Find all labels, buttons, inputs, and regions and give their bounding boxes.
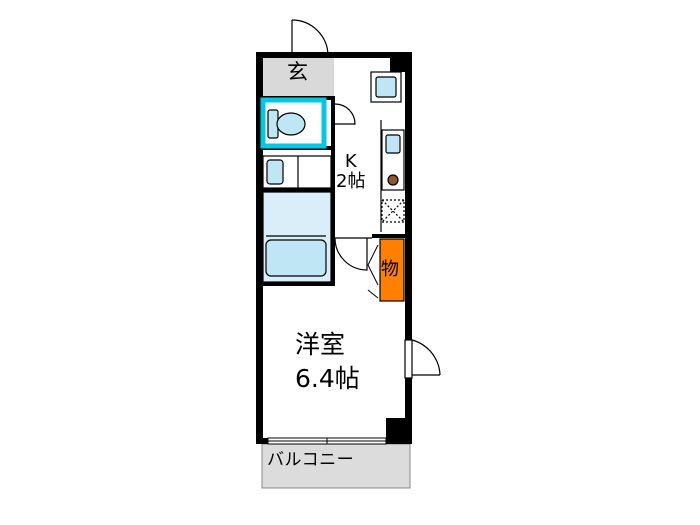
kitchen-size: 2帖	[336, 171, 366, 192]
entrance-door	[291, 19, 329, 57]
room-name: 洋室	[295, 330, 346, 359]
storage-closet	[379, 238, 405, 302]
room-label: 洋室 6.4帖	[295, 328, 360, 396]
balcony-label: バルコニー	[267, 450, 355, 470]
toilet-fixture	[267, 109, 306, 139]
room-size: 6.4帖	[295, 364, 360, 393]
storage-label: 物	[381, 259, 399, 280]
storage-door	[367, 244, 379, 299]
balcony-floor	[261, 443, 411, 489]
wash-basin	[262, 155, 332, 189]
room-door	[334, 237, 372, 271]
kitchen-name: K	[344, 151, 357, 172]
entrance-floor	[262, 56, 334, 96]
side-window	[404, 339, 441, 379]
bathroom	[262, 191, 332, 283]
toilet-door	[334, 103, 356, 125]
kitchen-label: K 2帖	[336, 152, 365, 192]
kitchen-fixtures	[370, 71, 405, 232]
entrance-label: 玄	[287, 60, 308, 84]
balcony-window	[267, 437, 387, 445]
